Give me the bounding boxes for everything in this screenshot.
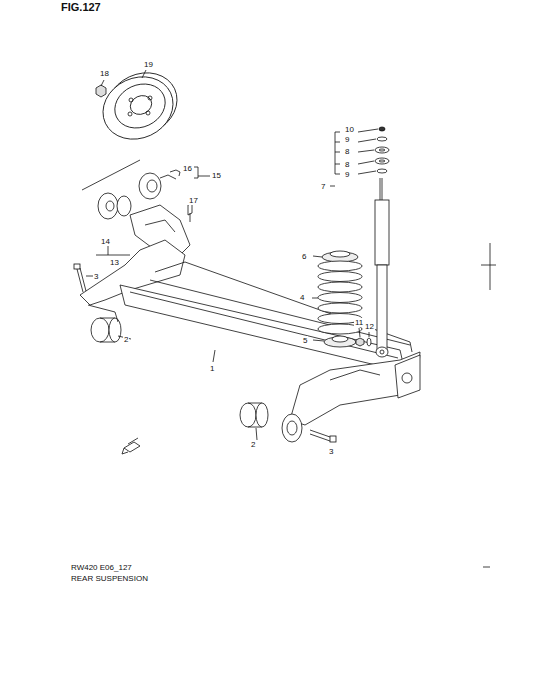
callout-number: 14 [100,237,111,246]
brake-drum [93,62,188,151]
callout-number: 1 [209,364,215,373]
callout-number: 4 [299,293,305,302]
callout-number: 2 [250,440,256,449]
callout-number: 11 [354,318,364,327]
callout-number: 9 [344,170,350,179]
callout-number: 13 [109,258,120,267]
spring-coil [318,303,362,313]
callout-number: 19 [143,60,154,69]
caption-text: RW420 E06_127 [70,563,133,572]
callout-number: 18 [99,69,110,78]
callout-number: 3 [328,447,334,456]
spring-coil [318,293,362,303]
callout-number: 16 [182,164,193,173]
shock-absorber [375,127,389,357]
callout-number: 5 [302,336,308,345]
callout-number: 7 [320,182,326,191]
bushing [88,305,302,442]
callout-number: 8 [344,160,350,169]
callout-number: 2 [123,335,129,344]
callout-number: 10 [344,125,355,134]
direction-arrow [122,438,140,454]
callout-number: 12 [364,322,375,331]
callout-number: 9 [344,135,350,144]
caption-text: REAR SUSPENSION [70,574,149,583]
spring-coil [318,272,362,282]
callout-number: 6 [301,252,307,261]
callout-number: 8 [344,147,350,156]
spring-coil [318,261,362,271]
spring-seat [322,252,358,262]
callout-number: 17 [188,196,199,205]
bolt [74,264,336,442]
spring-coil [318,282,362,292]
axle-beam [80,240,420,425]
callout-number: 15 [211,171,222,180]
figure-title: FIG.127 [60,1,102,13]
spring-seat [324,337,356,347]
callout-number: 3 [93,272,99,281]
hub-nut [96,85,106,97]
